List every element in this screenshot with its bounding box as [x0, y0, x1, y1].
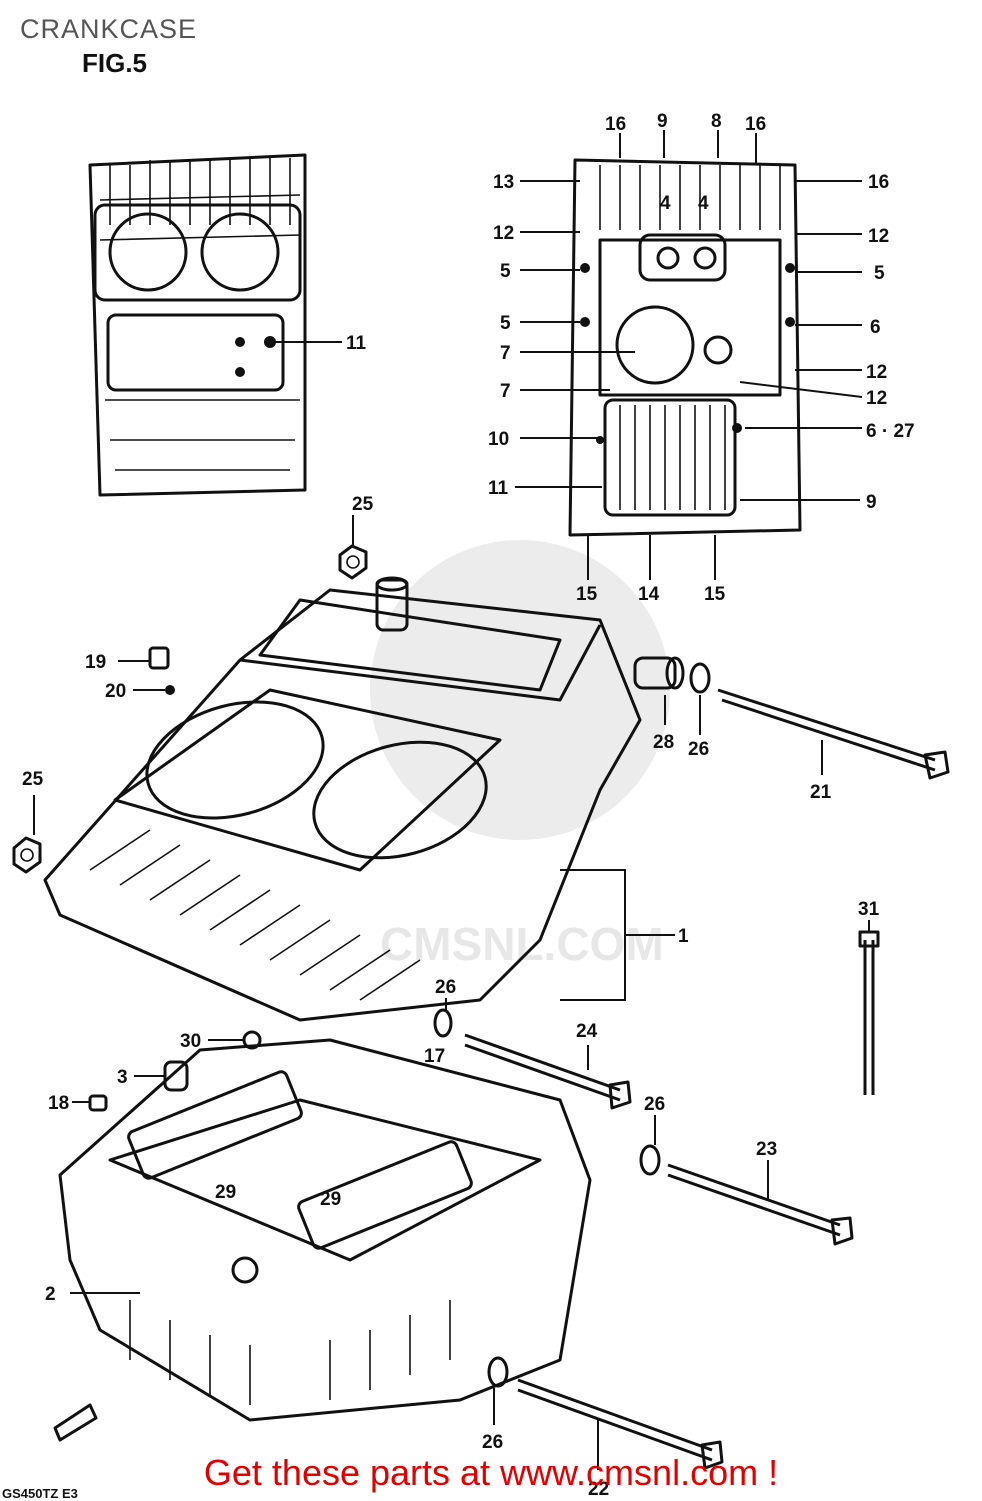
callout-5-right: 5 — [874, 263, 885, 284]
callout-31: 31 — [858, 899, 880, 920]
plug-20 — [165, 685, 175, 695]
callout-7-a: 7 — [500, 343, 511, 364]
callout-19: 19 — [85, 652, 106, 673]
callout-6-27: 6 · 27 — [866, 421, 915, 442]
callout-20: 20 — [105, 681, 126, 702]
callout-26-d: 26 — [482, 1432, 503, 1453]
callout-8: 8 — [711, 111, 722, 132]
callout-2: 2 — [45, 1284, 56, 1305]
dowel-19 — [148, 646, 170, 670]
callout-4-a: 4 — [660, 193, 671, 214]
callout-28: 28 — [653, 732, 674, 753]
callout-9-top: 9 — [657, 111, 668, 132]
callout-18: 18 — [48, 1093, 69, 1114]
diagram-code: GS450TZ E3 — [2, 1486, 78, 1501]
callout-23: 23 — [756, 1139, 777, 1160]
callout-29-a: 29 — [215, 1182, 236, 1203]
lower-crankcase-half — [58, 1038, 592, 1422]
callout-12-right-a: 12 — [868, 226, 889, 247]
callout-16-b: 16 — [745, 114, 766, 135]
callout-3: 3 — [117, 1067, 128, 1088]
callout-25-top: 25 — [352, 494, 374, 515]
watermark-text: CMSNL.COM — [380, 918, 664, 970]
callout-16-a: 16 — [605, 114, 626, 135]
nut-25-top — [338, 544, 368, 580]
upper-crankcase-view — [88, 153, 307, 497]
callout-15-b: 15 — [704, 584, 726, 605]
callout-15-a: 15 — [576, 584, 598, 605]
upper-crankcase-half — [43, 576, 642, 1022]
bolt-21 — [717, 688, 950, 780]
leader-lines — [33, 130, 870, 1470]
callout-11-left: 11 — [346, 333, 367, 354]
callout-12-left: 12 — [493, 223, 514, 244]
callout-1: 1 — [678, 926, 689, 947]
callout-12-right-b: 12 — [866, 362, 887, 383]
footer-cta[interactable]: Get these parts at www.cmsnl.com ! — [203, 1452, 779, 1493]
callout-labels: 13 12 5 5 7 7 10 11 16 9 8 16 16 12 5 4 … — [22, 111, 915, 1500]
plug-18 — [88, 1094, 108, 1112]
page-title: CRANKCASE — [20, 14, 198, 44]
lower-crankcase-view — [568, 158, 802, 537]
washer-26-d — [487, 1356, 509, 1388]
callout-22: 22 — [588, 1479, 609, 1500]
callout-21: 21 — [810, 782, 832, 803]
bolt-31 — [858, 930, 880, 1095]
washer-26-b — [433, 1008, 453, 1038]
bolt-22 — [517, 1378, 724, 1470]
callout-12-right-c: 12 — [866, 388, 887, 409]
bushing-28 — [633, 656, 685, 690]
callout-16-c: 16 — [868, 172, 889, 193]
bolt-24 — [464, 1033, 632, 1110]
small-parts — [12, 544, 950, 1470]
callout-5-left-a: 5 — [500, 261, 511, 282]
watermark: CMSNL.COM — [370, 540, 670, 970]
callout-5-left-b: 5 — [500, 313, 511, 334]
nut-25-left — [12, 836, 42, 874]
callout-26-b: 26 — [435, 977, 456, 998]
callout-30: 30 — [180, 1031, 201, 1052]
callout-17: 17 — [424, 1046, 445, 1067]
callout-9-right: 9 — [866, 492, 877, 513]
figure-label: FIG.5 — [82, 48, 148, 78]
callout-26-c: 26 — [644, 1094, 665, 1115]
callout-6: 6 — [870, 317, 881, 338]
callout-4-b: 4 — [698, 193, 709, 214]
callout-25-left: 25 — [22, 769, 44, 790]
callout-7-b: 7 — [500, 381, 511, 402]
callout-11-right: 11 — [488, 478, 509, 499]
callout-10: 10 — [488, 429, 509, 450]
callout-14: 14 — [638, 584, 660, 605]
bolt-23 — [667, 1163, 854, 1246]
arrow-front-icon — [53, 1403, 98, 1442]
callout-29-b: 29 — [320, 1189, 341, 1210]
washer-26-c — [639, 1144, 661, 1176]
callout-13: 13 — [493, 172, 514, 193]
callout-26-a: 26 — [688, 739, 709, 760]
washer-26-a — [689, 662, 711, 694]
callout-24: 24 — [576, 1021, 598, 1042]
